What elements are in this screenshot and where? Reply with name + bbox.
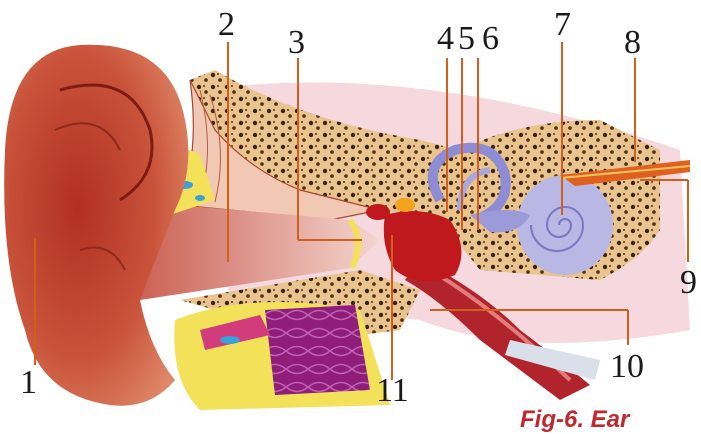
muscle-region bbox=[265, 305, 370, 395]
label-11: 11 bbox=[376, 374, 409, 408]
label-5: 5 bbox=[458, 22, 475, 56]
label-1: 1 bbox=[20, 366, 37, 400]
label-3: 3 bbox=[288, 26, 305, 60]
figure-caption: Fig-6. Ear bbox=[520, 406, 629, 434]
label-4: 4 bbox=[437, 22, 454, 56]
pinna bbox=[4, 45, 188, 406]
malleus bbox=[366, 204, 390, 220]
label-9: 9 bbox=[680, 266, 697, 300]
label-7: 7 bbox=[554, 8, 571, 42]
label-2: 2 bbox=[218, 8, 235, 42]
label-10: 10 bbox=[610, 350, 644, 384]
label-6: 6 bbox=[482, 22, 499, 56]
incus bbox=[395, 198, 415, 212]
label-8: 8 bbox=[624, 26, 641, 60]
